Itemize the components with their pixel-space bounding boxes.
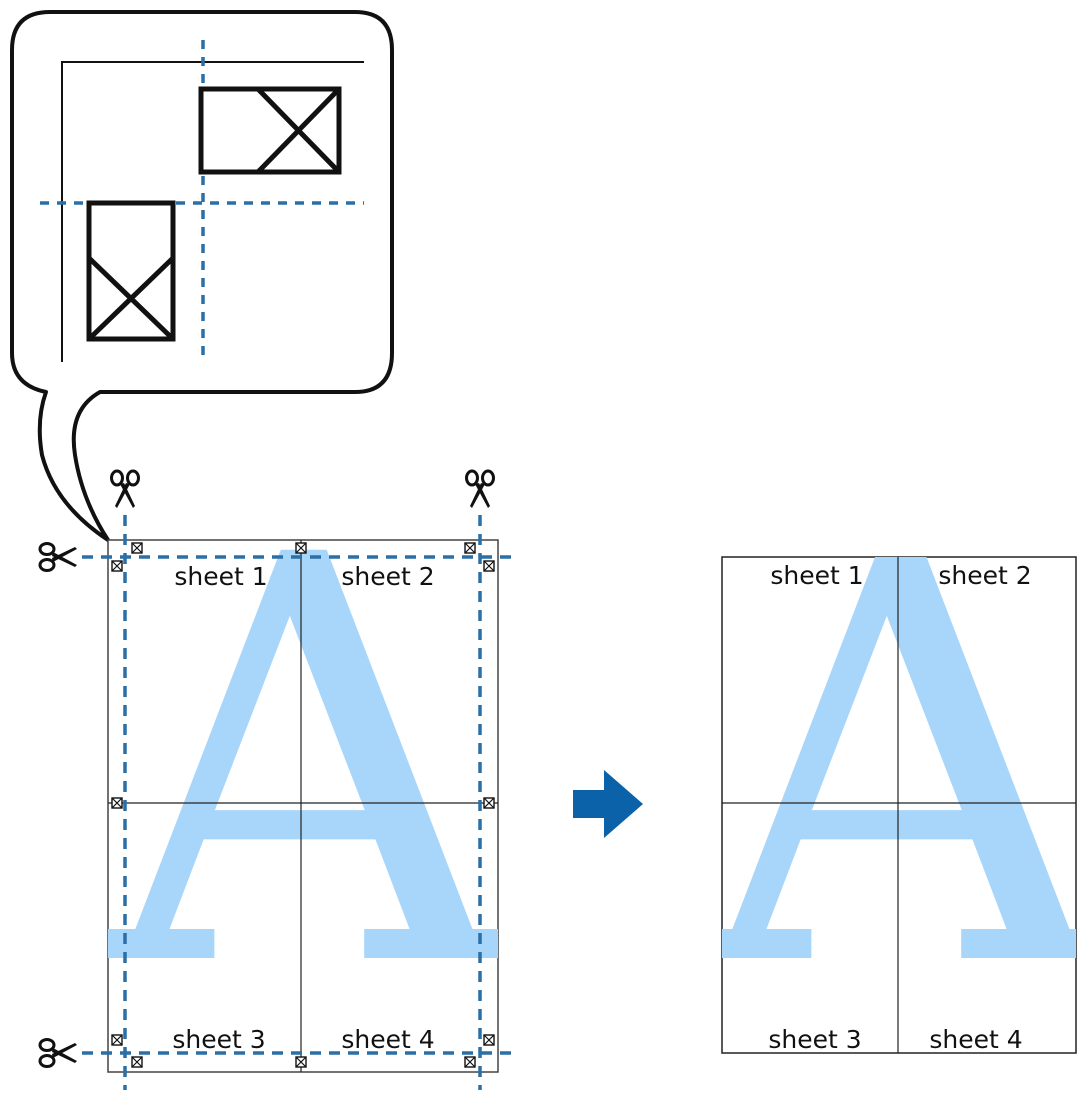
result-poster-letter: A	[691, 439, 1082, 1091]
callout-crop-mark-left	[86, 200, 176, 342]
callout-crop-mark-top	[198, 86, 342, 175]
crop-mark-icon	[464, 1056, 476, 1068]
callout-page-corner	[61, 61, 364, 362]
crop-mark-icon	[131, 1056, 143, 1068]
right-arrow-icon	[573, 770, 643, 838]
crop-mark-icon	[483, 560, 495, 572]
crop-mark-icon	[131, 542, 143, 554]
printed-sheet-1-label: sheet 1	[174, 562, 267, 591]
crop-mark-icon	[295, 542, 307, 554]
printed-page-border	[107, 539, 499, 1073]
result-sheet-3-label: sheet 3	[768, 1025, 861, 1054]
crop-mark-icon	[111, 797, 123, 809]
crop-mark-icon	[111, 1034, 123, 1046]
crop-mark-icon	[111, 560, 123, 572]
scissors-icon	[110, 469, 140, 510]
result-sheet-4-label: sheet 4	[929, 1025, 1022, 1054]
result-poster: A sheet 1 sheet 2 sheet 3 sheet 4	[691, 439, 1082, 1091]
crop-mark-icon	[483, 1034, 495, 1046]
printed-page: A sheet 1 sheet 2 sheet 3 sheet 4	[38, 439, 514, 1091]
crop-mark-icon	[483, 797, 495, 809]
scissors-icon	[465, 469, 495, 510]
printed-sheet-3-label: sheet 3	[172, 1025, 265, 1054]
printed-sheet-4-label: sheet 4	[341, 1025, 434, 1054]
printed-page-watermark-letter: A	[94, 439, 514, 1091]
result-sheet-2-label: sheet 2	[938, 561, 1031, 590]
result-sheet-1-label: sheet 1	[770, 561, 863, 590]
printed-sheet-2-label: sheet 2	[341, 562, 434, 591]
crop-mark-icon	[295, 1056, 307, 1068]
zoom-callout	[10, 10, 394, 542]
crop-mark-icon	[464, 542, 476, 554]
scissors-icon	[38, 1038, 79, 1068]
result-poster-border	[721, 556, 1077, 1054]
scissors-icon	[38, 542, 79, 572]
